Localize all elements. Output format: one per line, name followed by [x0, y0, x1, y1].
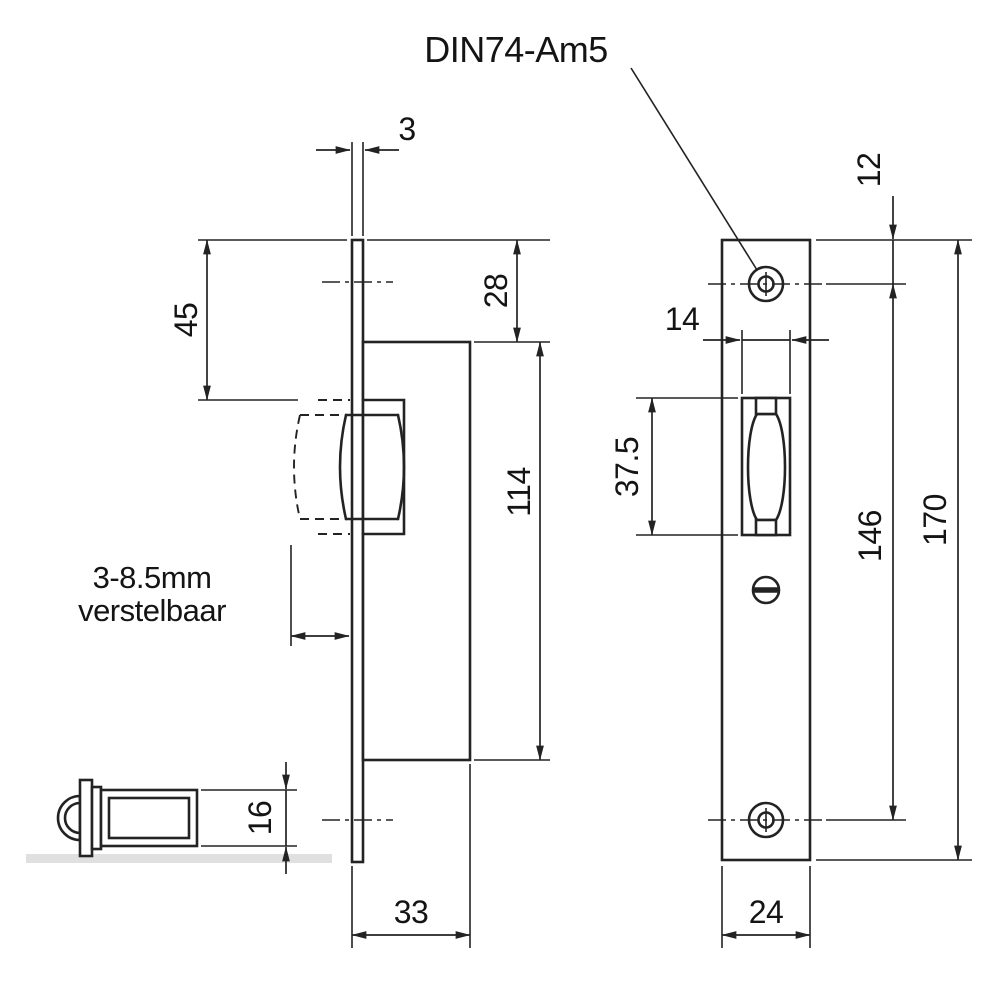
bottom-screw-hole — [708, 801, 824, 839]
bolt-flange-2 — [90, 785, 103, 851]
dim-body-height: 114 — [474, 341, 550, 761]
din-spec-callout: DIN74-Am5 — [424, 29, 758, 271]
dim-roller-length: 37.5 — [609, 397, 738, 536]
dim-cutout-width: 14 — [665, 301, 829, 394]
din-spec-label: DIN74-Am5 — [424, 29, 608, 70]
roller-adjusted-dashed — [293, 399, 350, 535]
dim-label-roller-length: 37.5 — [609, 437, 645, 497]
dim-hole-spacing: 146 — [826, 283, 906, 821]
adjustable-label-line2: verstelbaar — [78, 593, 226, 628]
dim-label-body-height: 114 — [501, 467, 537, 517]
dim-label-plate-width: 24 — [749, 894, 784, 930]
bolt-body-inner — [107, 796, 191, 840]
lock-body-side — [361, 340, 472, 762]
roller-bolt-part — [26, 778, 332, 863]
dim-label-hole-spacing: 146 — [852, 510, 888, 562]
roller-side — [338, 413, 406, 521]
bolt-flange-1 — [78, 778, 94, 858]
bolt-knob-inner — [63, 801, 82, 835]
dim-label-plate-thickness: 3 — [398, 111, 415, 147]
bolt-knob — [56, 794, 82, 842]
adjustable-label-line1: 3-8.5mm — [93, 560, 212, 595]
front-view — [708, 238, 824, 862]
dim-label-body-depth: 33 — [394, 894, 429, 930]
roller-front — [740, 396, 792, 537]
dim-top-hole-offset: 12 — [816, 153, 972, 285]
dim-bolt-height: 16 — [201, 762, 297, 874]
dim-label-top-to-roller: 45 — [168, 303, 204, 338]
dim-label-cutout-width: 14 — [665, 301, 700, 337]
middle-screw — [751, 575, 781, 605]
dim-body-depth: 33 — [351, 764, 471, 948]
dim-plate-thickness: 3 — [316, 111, 416, 154]
dim-plate-width: 24 — [721, 866, 811, 948]
bolt-body — [99, 788, 199, 848]
faceplate-side — [350, 238, 365, 864]
part-shadow — [26, 854, 332, 863]
din-leader-line — [630, 67, 758, 271]
dim-top-to-roller: 45 — [168, 239, 347, 401]
dim-label-top-to-body: 28 — [478, 274, 514, 309]
dim-plate-length: 170 — [816, 239, 972, 861]
top-screw-hole — [708, 265, 824, 303]
dim-label-top-hole-offset: 12 — [851, 153, 887, 188]
dim-label-plate-length: 170 — [917, 494, 953, 546]
faceplate-front — [720, 238, 812, 862]
side-view — [293, 142, 472, 864]
dim-top-to-body: 28 — [367, 239, 550, 343]
dim-label-bolt-height: 16 — [242, 801, 278, 836]
adjustable-callout: 3-8.5mm verstelbaar — [78, 545, 350, 646]
